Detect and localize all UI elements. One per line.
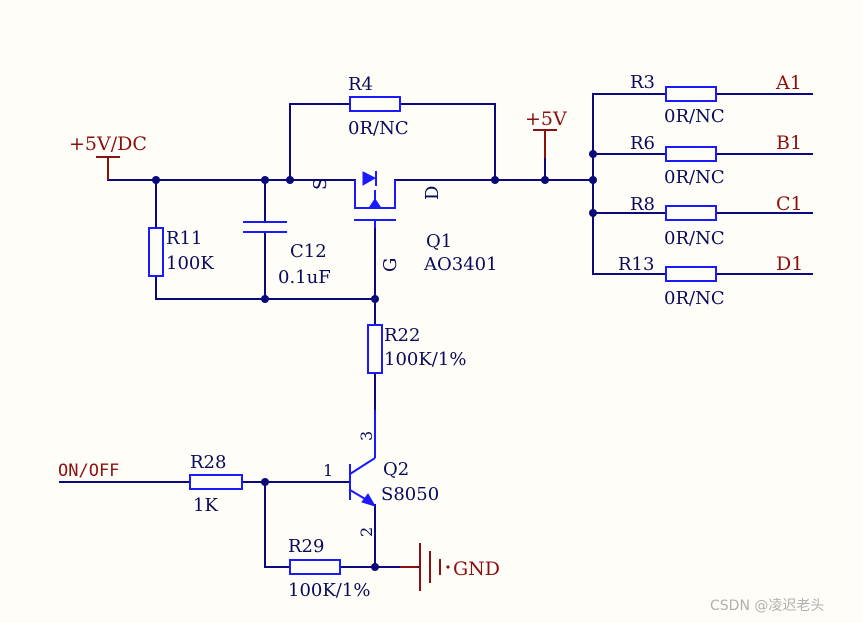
q2-value: S8050 bbox=[381, 484, 439, 505]
q2-ref: Q2 bbox=[383, 459, 409, 480]
resistor-r13 bbox=[665, 266, 717, 282]
q2-pin-2: 2 bbox=[357, 527, 376, 537]
npn-transistor-q2 bbox=[349, 410, 377, 507]
net-label-b1: B1 bbox=[776, 132, 802, 154]
r3-value: 0R/NC bbox=[664, 106, 725, 127]
ground-symbol bbox=[400, 543, 450, 591]
r11-ref: R11 bbox=[166, 228, 202, 249]
r6-value: 0R/NC bbox=[664, 167, 725, 188]
q1-pin-g: G bbox=[380, 258, 401, 272]
wires bbox=[59, 93, 813, 568]
q1-value: AO3401 bbox=[423, 254, 498, 275]
net-label-a1: A1 bbox=[775, 72, 802, 94]
c12-value: 0.1uF bbox=[278, 267, 331, 288]
r28-value: 1K bbox=[193, 495, 218, 516]
r3-ref: R3 bbox=[630, 72, 655, 93]
r8-ref: R8 bbox=[630, 194, 655, 215]
r22-value: 100K/1% bbox=[384, 349, 466, 370]
resistor-r4 bbox=[349, 96, 401, 112]
q1-ref: Q1 bbox=[426, 231, 452, 252]
junction-dots bbox=[152, 150, 597, 571]
r11-value: 100K bbox=[166, 253, 214, 274]
r22-ref: R22 bbox=[384, 325, 420, 346]
resistor-r29 bbox=[289, 559, 341, 575]
net-label-vout: +5V bbox=[525, 108, 567, 130]
net-label-vin: +5V/DC bbox=[69, 133, 147, 155]
q2-pin-1: 1 bbox=[323, 461, 333, 480]
resistor-r11 bbox=[148, 227, 164, 277]
resistor-r8 bbox=[665, 205, 717, 221]
vin-power-symbol bbox=[96, 156, 120, 180]
q1-pin-s: S bbox=[310, 178, 331, 190]
resistor-r6 bbox=[665, 146, 717, 162]
resistor-r22 bbox=[367, 324, 383, 374]
vout-power-symbol bbox=[533, 129, 557, 158]
r6-ref: R6 bbox=[630, 133, 655, 154]
r8-value: 0R/NC bbox=[664, 228, 725, 249]
r29-ref: R29 bbox=[288, 536, 324, 557]
mosfet-q1 bbox=[354, 171, 396, 228]
r4-value: 0R/NC bbox=[348, 118, 409, 139]
resistor-r3 bbox=[665, 86, 717, 102]
r28-ref: R28 bbox=[190, 452, 226, 473]
net-label-d1: D1 bbox=[776, 253, 803, 275]
net-label-c1: C1 bbox=[776, 193, 803, 215]
r29-value: 100K/1% bbox=[288, 580, 370, 601]
capacitor-c12 bbox=[243, 221, 287, 233]
q1-pin-d: D bbox=[422, 186, 443, 200]
r13-ref: R13 bbox=[618, 254, 654, 275]
r13-value: 0R/NC bbox=[664, 288, 725, 309]
resistor-r28 bbox=[189, 474, 243, 490]
watermark: CSDN @凌迟老头 bbox=[710, 598, 824, 614]
r4-ref: R4 bbox=[348, 74, 373, 95]
net-label-gnd: GND bbox=[453, 558, 500, 580]
q2-pin-3: 3 bbox=[357, 431, 376, 441]
net-label-onoff: ON/OFF bbox=[58, 461, 119, 481]
c12-ref: C12 bbox=[290, 241, 327, 262]
